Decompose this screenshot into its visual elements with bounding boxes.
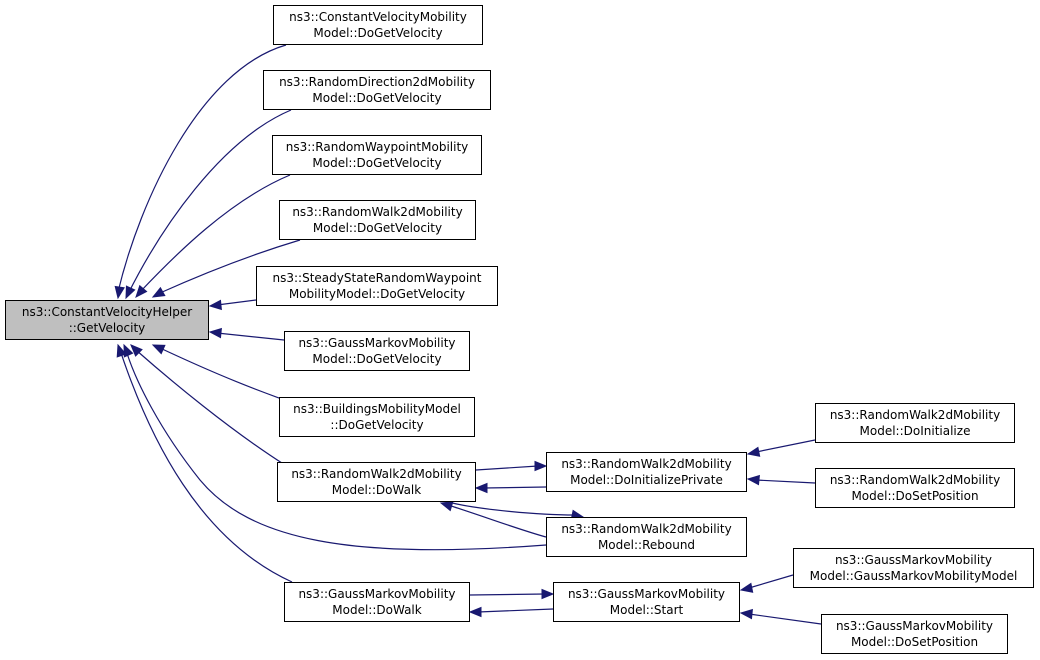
edge-gmdowalk-to-root-arrowhead: [116, 343, 127, 358]
node-label-line2: Model::DoSetPosition: [850, 635, 979, 649]
node-label-line2: Model::Start: [609, 603, 684, 617]
edge-gm-to-root: [216, 332, 285, 341]
edge-setpos-to-initpriv-arrowhead: [746, 474, 760, 486]
edge-cvm-to-root: [117, 44, 287, 293]
edge-setpos-to-initpriv: [755, 479, 816, 484]
node-label-line2: Model::DoGetVelocity: [312, 91, 442, 105]
edge-rebound-to-dowalk: [447, 504, 547, 538]
node-label-line2: Model::DoGetVelocity: [313, 26, 443, 40]
node-label-line2: ::GetVelocity: [68, 321, 146, 335]
node-label-line1: ns3::RandomWalk2dMobility: [561, 522, 732, 536]
edge-rd2d-to-root: [127, 109, 292, 295]
edge-dowalk-to-initpriv: [475, 465, 539, 471]
edge-ssrw-to-root-arrowhead: [208, 299, 222, 311]
node-label-line2: Model::DoWalk: [332, 603, 422, 617]
edge-rw2d-to-root-arrowhead: [151, 286, 166, 298]
edge-ctor-to-start: [748, 574, 794, 589]
node-label-line1: ns3::RandomDirection2dMobility: [279, 75, 475, 89]
node-randomwalk2d-doinitialize[interactable]: ns3::RandomWalk2dMobility Model::DoIniti…: [815, 403, 1015, 443]
node-label-line1: ns3::GaussMarkovMobility: [298, 336, 456, 350]
node-label-line2: Model::DoWalk: [331, 483, 422, 497]
edge-rd2d-to-root-arrowhead: [125, 285, 136, 300]
node-label-line2: ::DoGetVelocity: [330, 418, 424, 432]
edge-bld-to-root: [159, 347, 300, 406]
edge-gmdowalk-to-start-arrowhead: [541, 588, 555, 600]
edge-gmdowalk-to-root: [119, 349, 293, 583]
edge-setpos-to-start-arrowhead: [739, 608, 753, 620]
node-label-line2: Model::GaussMarkovMobilityModel: [809, 569, 1018, 583]
node-label-line2: Model::Rebound: [597, 538, 696, 552]
edge-initpriv-to-dowalk-arrowhead: [474, 482, 488, 494]
edge-setpos-to-start: [748, 613, 822, 625]
node-label-line1: ns3::SteadyStateRandomWaypoint: [272, 271, 482, 285]
edge-gm-to-root-arrowhead: [208, 327, 222, 339]
node-label-line2: Model::DoGetVelocity: [312, 221, 443, 235]
node-steadystaterandomwaypoint-dogetvelocity[interactable]: ns3::SteadyStateRandomWaypoint MobilityM…: [256, 266, 498, 306]
edge-doinit-to-initpriv-arrowhead: [746, 446, 761, 457]
edge-dowalk-to-initpriv-arrowhead: [534, 460, 548, 472]
node-label-line2: Model::DoGetVelocity: [312, 352, 442, 366]
edge-rw2d-to-root: [159, 239, 301, 294]
node-label-line1: ns3::RandomWalk2dMobility: [292, 205, 463, 219]
edge-ctor-to-start-arrowhead: [739, 582, 754, 593]
node-label-line2: Model::DoSetPosition: [851, 489, 979, 503]
edge-doinit-to-initpriv: [755, 439, 816, 453]
node-label-line1: ns3::RandomWalk2dMobility: [291, 467, 462, 481]
node-label-line1: ns3::RandomWalk2dMobility: [829, 408, 1001, 422]
node-label-line1: ns3::GaussMarkovMobility: [298, 587, 456, 601]
node-randomwalk2d-dogetvelocity[interactable]: ns3::RandomWalk2dMobility Model::DoGetVe…: [279, 200, 476, 240]
node-gaussmarkov-start[interactable]: ns3::GaussMarkovMobility Model::Start: [553, 582, 740, 622]
edge-dowalk-to-root-arrowhead: [130, 344, 143, 357]
node-randomwalk2d-doinitializeprivate[interactable]: ns3::RandomWalk2dMobility Model::DoIniti…: [546, 452, 747, 492]
node-label-line2: Model::DoGetVelocity: [312, 156, 442, 170]
node-label-line1: ns3::RandomWalk2dMobility: [561, 457, 732, 471]
edge-gmdowalk-to-start: [469, 593, 546, 596]
node-label-line1: ns3::BuildingsMobilityModel: [293, 402, 461, 416]
edge-dowalk-to-rebound: [447, 501, 576, 516]
edge-ssrw-to-root: [216, 299, 257, 306]
node-label-line1: ns3::GaussMarkovMobility: [835, 619, 994, 633]
edge-start-to-gmdowalk: [477, 608, 554, 613]
edge-start-to-gmdowalk-arrowhead: [468, 606, 482, 618]
node-label-line1: ns3::RandomWaypointMobility: [285, 140, 469, 154]
node-constantvelocity-dogetvelocity[interactable]: ns3::ConstantVelocityMobility Model::DoG…: [273, 5, 483, 45]
node-gaussmarkov-dogetvelocity[interactable]: ns3::GaussMarkovMobility Model::DoGetVel…: [284, 331, 470, 371]
edge-rebound-to-dowalk-arrowhead: [439, 501, 454, 512]
node-label-line1: ns3::ConstantVelocityMobility: [289, 10, 467, 24]
edge-bld-to-root-arrowhead: [151, 344, 166, 355]
edge-dowalk-to-root: [135, 349, 286, 466]
node-label-line1: ns3::GaussMarkovMobility: [567, 587, 726, 601]
edge-cvm-to-root-arrowhead: [114, 285, 125, 300]
edge-rebound-to-root: [125, 349, 547, 551]
edge-initpriv-to-dowalk: [483, 486, 547, 489]
node-label-line2: MobilityModel::DoGetVelocity: [288, 287, 466, 301]
node-label-line1: ns3::GaussMarkovMobility: [834, 553, 993, 567]
node-gaussmarkov-dosetposition[interactable]: ns3::GaussMarkovMobility Model::DoSetPos…: [821, 614, 1008, 654]
node-randomdirection2d-dogetvelocity[interactable]: ns3::RandomDirection2dMobility Model::Do…: [263, 70, 491, 110]
node-label-line1: ns3::RandomWalk2dMobility: [829, 473, 1001, 487]
node-gaussmarkov-constructor[interactable]: ns3::GaussMarkovMobility Model::GaussMar…: [793, 548, 1034, 588]
node-randomwalk2d-dowalk[interactable]: ns3::RandomWalk2dMobility Model::DoWalk: [277, 462, 476, 502]
node-gaussmarkov-dowalk[interactable]: ns3::GaussMarkovMobility Model::DoWalk: [284, 582, 470, 622]
node-buildings-dogetvelocity[interactable]: ns3::BuildingsMobilityModel ::DoGetVeloc…: [279, 397, 475, 437]
node-randomwalk2d-dosetposition[interactable]: ns3::RandomWalk2dMobility Model::DoSetPo…: [815, 468, 1015, 508]
edge-rwp-to-root-arrowhead: [135, 284, 148, 299]
node-root-getvelocity[interactable]: ns3::ConstantVelocityHelper ::GetVelocit…: [5, 300, 209, 340]
node-label-line2: Model::DoInitialize: [859, 424, 971, 438]
node-label-line2: Model::DoInitializePrivate: [570, 473, 723, 487]
edge-rwp-to-root: [139, 174, 291, 293]
node-label-line1: ns3::ConstantVelocityHelper: [21, 305, 193, 319]
node-randomwalk2d-rebound[interactable]: ns3::RandomWalk2dMobility Model::Rebound: [546, 517, 747, 557]
node-randomwaypoint-dogetvelocity[interactable]: ns3::RandomWaypointMobility Model::DoGet…: [272, 135, 482, 175]
